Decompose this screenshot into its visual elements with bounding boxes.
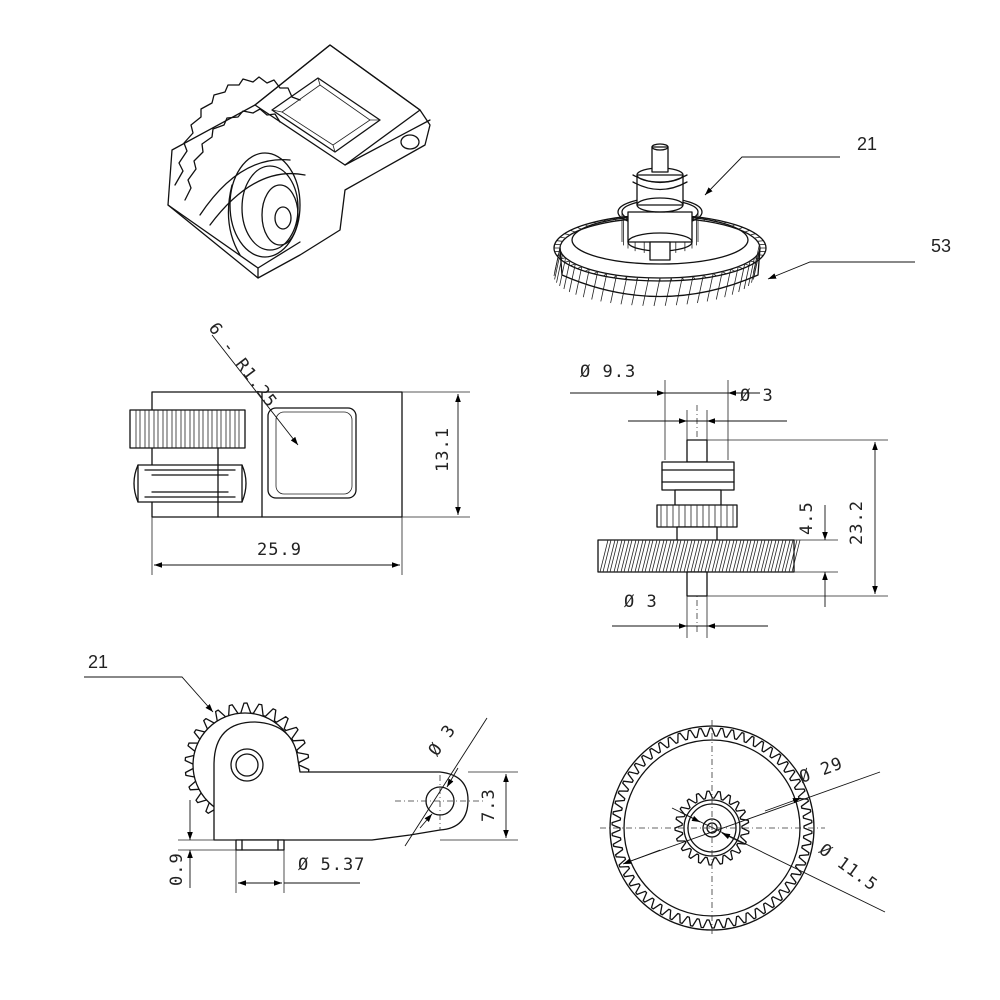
dim-4-5: 4.5 bbox=[797, 501, 817, 535]
gear-front-view: Ø 29 Ø 11.5 bbox=[600, 720, 886, 935]
dim-dia-3-side: Ø 3 bbox=[425, 721, 461, 760]
dim-dia-3-top: Ø 3 bbox=[740, 386, 774, 406]
elevation-pinion-teeth bbox=[660, 505, 734, 527]
topview-gear-teeth bbox=[135, 410, 240, 448]
gear-stack-elevation-view: Ø 9.3 Ø 3 23.2 4.5 Ø 3 bbox=[570, 362, 888, 638]
dim-dia-5-37: Ø 5.37 bbox=[298, 855, 365, 875]
dim-dia-11-5: Ø 11.5 bbox=[815, 840, 881, 896]
dim-23-2: 23.2 bbox=[847, 500, 867, 545]
dim-dia-29: Ø 29 bbox=[797, 754, 846, 788]
radius-note: 6 - R1.25 bbox=[204, 319, 281, 412]
dim-7-3: 7.3 bbox=[479, 788, 499, 822]
dim-13-1: 13.1 bbox=[433, 427, 453, 472]
bracket-top-view: 6 - R1.25 13.1 25.9 bbox=[129, 319, 470, 575]
part-label-53: 53 bbox=[931, 236, 951, 256]
dim-25-9: 25.9 bbox=[257, 540, 302, 560]
isometric-assembly-view bbox=[167, 44, 431, 279]
part-label-21-top: 21 bbox=[857, 134, 877, 154]
elevation-helical-teeth bbox=[599, 539, 801, 573]
dim-dia-3-bottom: Ø 3 bbox=[624, 592, 658, 612]
isometric-gear-stack-view: 21 53 bbox=[553, 134, 951, 307]
dim-0-9: 0.9 bbox=[167, 852, 187, 886]
dim-dia-9-3: Ø 9.3 bbox=[580, 362, 636, 382]
part-label-21-side: 21 bbox=[88, 652, 108, 672]
bracket-side-view: 21 Ø 3 7.3 0.9 Ø 5.37 bbox=[84, 652, 518, 893]
